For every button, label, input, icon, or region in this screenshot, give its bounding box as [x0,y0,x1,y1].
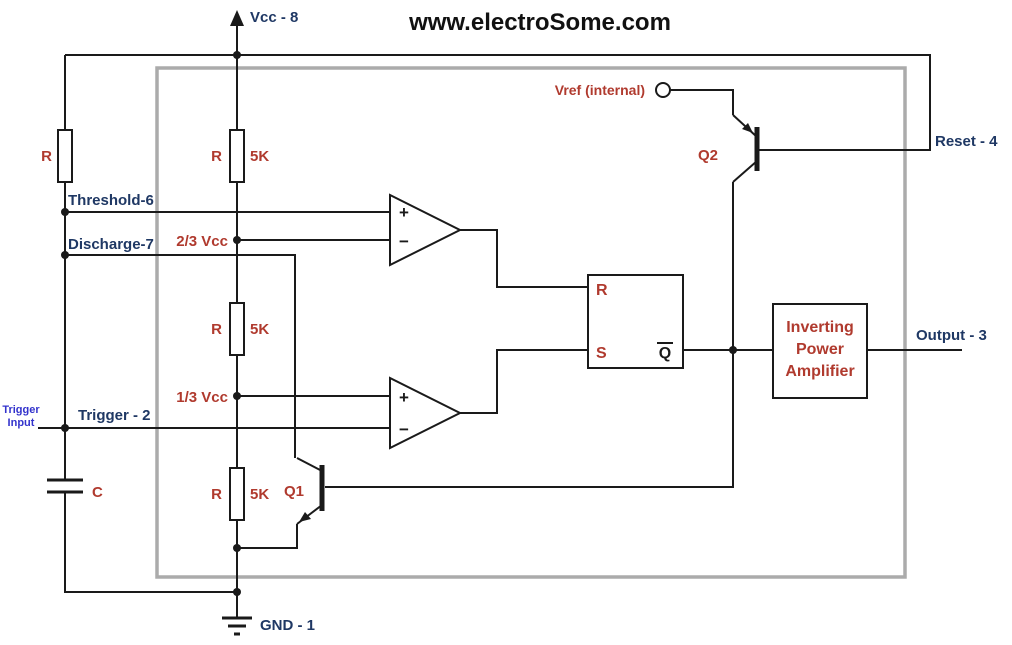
junction-dot [233,544,241,552]
wire-discharge [65,254,296,458]
junction-dot [61,424,69,432]
transistor-q2-label: Q2 [698,147,718,164]
resistor-external-body [57,129,73,183]
vref-label: Vref (internal) [555,82,645,98]
vref-terminal-icon [655,82,671,98]
junction-dot [233,51,241,59]
amplifier-label-line1: Inverting [786,319,854,336]
ref-lower-label: 1/3 Vcc [176,389,228,406]
trigger-input-label-line1: Trigger [2,404,40,416]
ground-icon [222,616,252,636]
amplifier-label-line2: Power [796,341,844,358]
resistor-external-label: R [41,148,52,165]
junction-dot [233,392,241,400]
amplifier-label-line3: Amplifier [785,363,854,380]
vcc-arrow-icon [230,10,244,26]
wire-q1-collector [296,457,323,472]
wire-q2-collector [732,160,758,183]
wire-left-bottom-rail [64,492,237,593]
flipflop-r-label: R [596,282,608,299]
resistor-divider-3-label: R [211,486,222,503]
q1-emitter-arrow-icon [299,512,311,522]
resistor-divider-1-body [229,129,245,183]
pin-label-discharge: Discharge-7 [68,236,154,253]
junction-dot [233,236,241,244]
flipflop-qbar-label: Q [659,345,671,362]
comparator-2-minus-sign: − [399,420,409,439]
junction-dot [61,208,69,216]
capacitor-label: C [92,484,103,501]
comparator-1-minus-sign: − [399,232,409,251]
capacitor-icon [47,478,83,494]
resistor-divider-2-label: R [211,321,222,338]
junction-dot [729,346,737,354]
pin-label-reset: Reset - 4 [935,133,998,150]
amplifier-body [772,303,868,399]
comparator-2-body [389,376,463,450]
wire-comp2-out [460,349,588,414]
pin-label-vcc: Vcc - 8 [250,9,298,26]
pin-label-output: Output - 3 [916,327,987,344]
comparator-1-body [389,193,463,267]
resistor-divider-3-value: 5K [250,486,269,503]
resistor-divider-1-label: R [211,148,222,165]
wire-q2-drop-q1-base [325,182,734,488]
resistor-divider-1-value: 5K [250,148,269,165]
ref-upper-label: 2/3 Vcc [176,233,228,250]
ic-boundary-box [155,66,907,579]
pin-label-threshold: Threshold-6 [68,192,154,209]
site-title: www.electroSome.com [408,9,671,36]
wire-vref [670,89,734,115]
resistor-divider-2-body [229,302,245,356]
wire-vcc-to-reset [65,54,931,151]
comparator-1-plus-sign: + [399,203,409,222]
flipflop-s-label: S [596,345,607,362]
resistor-divider-3-body [229,467,245,521]
wire-q1-to-gnd-rail [237,524,298,549]
resistor-divider-2-value: 5K [250,321,269,338]
transistor-q1-label: Q1 [284,483,304,500]
pin-label-gnd: GND - 1 [260,617,315,634]
trigger-input-label-line2: Input [8,417,35,429]
junction-dots [61,51,737,596]
q2-emitter-arrow-icon [742,123,753,133]
flipflop-body [587,274,684,369]
junction-dot [61,251,69,259]
junction-dot [233,588,241,596]
wire-comp1-out [460,229,588,288]
comparator-2-plus-sign: + [399,388,409,407]
pin-label-trigger: Trigger - 2 [78,407,151,424]
